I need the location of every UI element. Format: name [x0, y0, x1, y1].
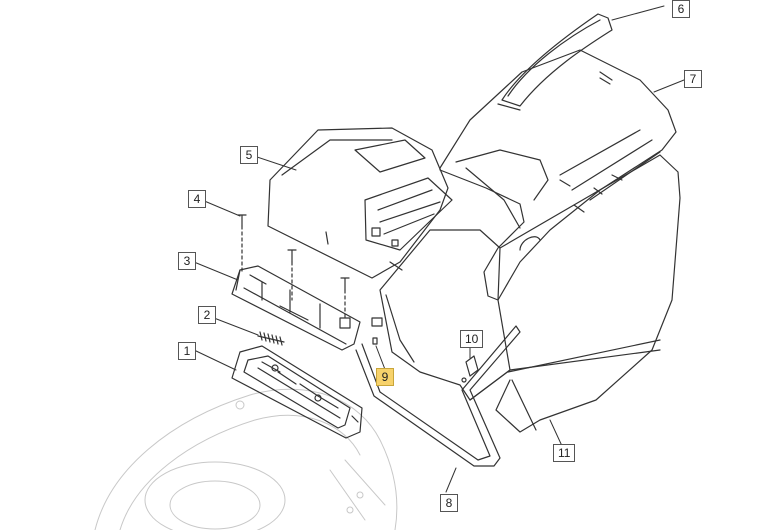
callout-10: 10 [460, 330, 484, 348]
callout-5: 5 [240, 146, 258, 164]
part-2-spring [257, 331, 285, 346]
part-9-clip [371, 317, 383, 345]
part-8-frame [355, 325, 521, 467]
part-3-flap [231, 265, 361, 351]
callout-7: 7 [684, 70, 702, 88]
callout-4: 4 [188, 190, 206, 208]
mower-deck-outline [94, 388, 398, 530]
catcher-body [379, 229, 511, 401]
leader-lines [193, 5, 685, 493]
callout-8: 8 [440, 494, 458, 512]
callout-6: 6 [672, 0, 690, 18]
callout-3: 3 [178, 252, 196, 270]
part-6-handle [497, 13, 613, 111]
part-1-base-bracket [231, 345, 363, 439]
callout-9-highlighted: 9 [376, 368, 394, 386]
callout-11: 11 [553, 444, 576, 462]
part-7-catcher-top [439, 49, 677, 301]
part-10-latch [461, 355, 479, 383]
part-5-cover [267, 127, 453, 279]
callout-2: 2 [198, 306, 216, 324]
part-4-screws [237, 214, 350, 321]
callout-1: 1 [178, 342, 196, 360]
